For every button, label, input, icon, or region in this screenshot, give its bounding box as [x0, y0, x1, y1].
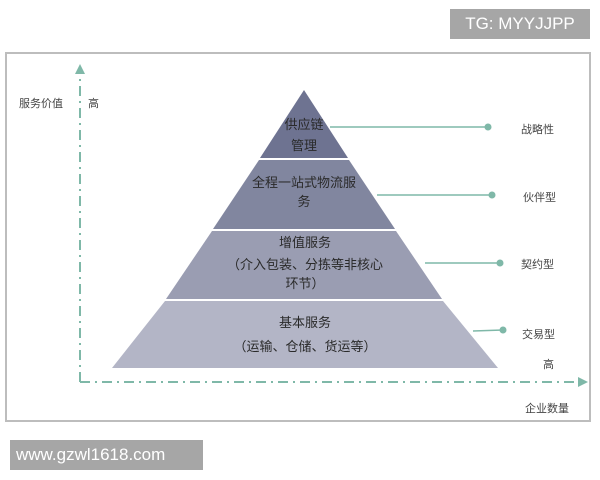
tier-3-line3: 环节）	[285, 277, 325, 292]
tier-2-shape	[213, 160, 395, 229]
tier-3-line2: （介入包装、分拣等非核心	[226, 258, 383, 273]
tier-2-line1: 全程一站式物流服	[251, 176, 356, 191]
connector-dot-icon	[499, 326, 507, 334]
watermark-top: TG: MYYJJPP	[450, 9, 590, 39]
category-label-strategic: 战略性	[521, 123, 554, 136]
tier-3-line1: 增值服务	[278, 236, 331, 251]
tier-2-line2: 务	[297, 195, 311, 210]
tier-1-line2: 管理	[290, 139, 317, 154]
category-label-transaction: 交易型	[522, 328, 555, 341]
x-axis-high-label: 高	[543, 358, 554, 371]
tier-3-shape	[166, 231, 442, 299]
tier-1-line1: 供应链	[284, 118, 324, 133]
tier-4-line1: 基本服务	[278, 316, 331, 331]
y-axis-label: 服务价值	[19, 97, 63, 110]
x-axis-label: 企业数量	[525, 402, 569, 415]
connector-dot-icon	[488, 191, 496, 199]
y-axis-high-label: 高	[88, 97, 99, 110]
category-label-contract: 契约型	[521, 258, 554, 271]
connector-dot-icon	[484, 123, 492, 131]
tier-4-text: 基本服务 （运输、仓储、货运等）	[200, 314, 410, 358]
tier-3-text: 增值服务 （介入包装、分拣等非核心 环节）	[200, 234, 410, 294]
tier-2-text: 全程一站式物流服 务	[224, 174, 384, 212]
tier-4-shape	[112, 301, 498, 368]
tier-1-shape	[260, 90, 348, 158]
watermark-bottom: www.gzwl1618.com	[10, 440, 203, 470]
x-axis-arrow-icon	[578, 377, 588, 387]
tier-4-line2: （运输、仓储、货运等）	[233, 340, 377, 355]
category-label-partner: 伙伴型	[523, 191, 556, 204]
tier-1-text: 供应链 管理	[254, 116, 354, 157]
connector-dot-icon	[496, 259, 504, 267]
y-axis-arrow-icon	[75, 64, 85, 74]
